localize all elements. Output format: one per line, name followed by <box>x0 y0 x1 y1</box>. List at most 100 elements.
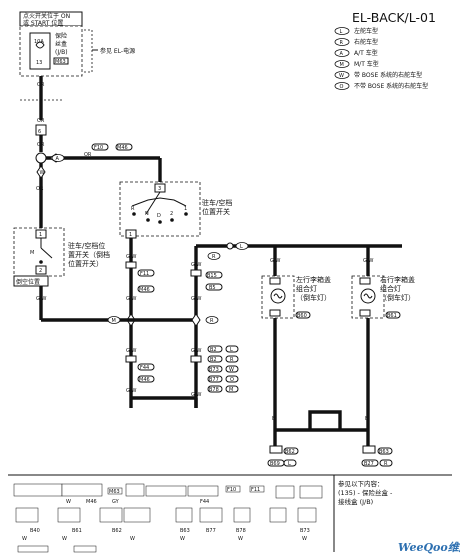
range-contact <box>39 260 43 264</box>
conn-b61-label: B61 <box>387 313 397 319</box>
option-a-label: A <box>56 156 60 162</box>
junction-node-2 <box>226 242 234 250</box>
svg-text:B73: B73 <box>300 528 310 534</box>
conn-b69-label: B69 <box>270 461 280 467</box>
svg-text:F10: F10 <box>227 487 236 493</box>
svg-text:B62: B62 <box>112 528 122 534</box>
conn-f44-label: F44 <box>140 365 149 371</box>
range-pin-top-num: 1 <box>39 232 42 238</box>
park-pos-r: R <box>131 206 135 212</box>
wire-color-or: OR <box>37 82 45 88</box>
conn-m46-b-label: M46 <box>139 287 150 293</box>
wire-color-gw-2: G/W <box>126 296 137 302</box>
svg-text:W: W <box>238 536 243 542</box>
svg-text:F11: F11 <box>251 487 260 493</box>
park-pos-d: D <box>157 213 161 219</box>
option-l-label: L <box>240 244 243 250</box>
svg-text:B78: B78 <box>236 528 246 534</box>
svg-text:A/T 车型: A/T 车型 <box>354 49 378 57</box>
wire-color-gw-7: G/W <box>191 392 202 398</box>
fuse-box <box>19 25 83 77</box>
wire-color-or-2: OR <box>37 118 45 124</box>
option-r-label: R <box>212 254 216 260</box>
svg-text:B78: B78 <box>209 387 219 393</box>
option-l2-pill <box>283 459 297 467</box>
range-sub: M <box>30 250 34 256</box>
watermark: WeeQoo维库 <box>398 541 460 554</box>
svg-text:L: L <box>230 347 233 353</box>
inline-conn-5 <box>125 355 137 363</box>
option-r3-pill <box>379 459 393 467</box>
lamp-left-title1: 左行李箱盖 <box>296 275 331 284</box>
center-conn-stack: B2 L B2 R B73 W B77 O B78 M <box>207 345 239 393</box>
svg-text:带 BOSE 系统的右舵车型: 带 BOSE 系统的右舵车型 <box>354 71 422 79</box>
lamp-right-pin-bot <box>359 309 371 317</box>
wire-color-gw-1: G/W <box>126 254 137 260</box>
park-switch-title1: 驻车/空档 <box>202 198 232 207</box>
ground-conn-right <box>362 445 376 454</box>
fuse-bracket <box>84 29 93 73</box>
conn-m46-top <box>115 143 133 151</box>
wire-b-ground-loop <box>308 410 342 430</box>
svg-text:B77: B77 <box>209 377 219 383</box>
conn-f11-label: F11 <box>140 271 149 277</box>
option-l-pill <box>235 242 249 250</box>
park-switch-blade <box>145 191 161 215</box>
option-r3-label: R <box>384 461 388 467</box>
wire-color-or-5: OR <box>36 186 44 192</box>
park-switch-contacts <box>132 212 188 224</box>
svg-text:右舵车型: 右舵车型 <box>354 38 378 46</box>
park-switch-title2: 位置开关 <box>202 207 230 216</box>
range-blade <box>40 247 53 259</box>
wire-color-gw-5: G/W <box>191 296 202 302</box>
conn-m46-c <box>137 375 155 383</box>
park-pos-1: 1 <box>184 206 187 212</box>
svg-text:M: M <box>229 387 233 393</box>
fuse-holder <box>29 32 51 70</box>
ignition-line1: 点火开关位于 ON <box>23 12 70 20</box>
conn-m46-c-label: M46 <box>139 377 150 383</box>
conn-b15 <box>205 271 223 279</box>
park-switch-arc <box>131 197 187 207</box>
svg-text:R: R <box>230 357 234 363</box>
lamp-right-filament <box>363 293 373 299</box>
lamp-right-title1: 右行李箱盖 <box>380 275 415 284</box>
park-pos-n: N <box>145 211 149 217</box>
lamp-left-filament <box>273 293 283 299</box>
conn-f10-top <box>91 143 109 151</box>
range-pin-bot <box>35 265 47 275</box>
junction-node-1 <box>35 152 47 164</box>
svg-text:不带 BOSE 系统的右舵车型: 不带 BOSE 系统的右舵车型 <box>354 82 428 90</box>
conn-b27-label: B27 <box>364 461 374 467</box>
wire-color-gw-4: G/W <box>191 262 202 268</box>
lamp-left-title2: 组合灯 <box>296 284 317 293</box>
svg-text:GY: GY <box>112 499 120 505</box>
svg-text:W: W <box>130 536 135 542</box>
wire-color-gw-3: G/W <box>36 296 47 302</box>
wire-color-gw-9: G/W <box>126 388 137 394</box>
range-pin-bot-num: 2 <box>39 268 42 274</box>
conn-f44 <box>137 363 155 371</box>
svg-text:B2: B2 <box>210 347 217 353</box>
range-title2: 置开关（倒档 <box>68 250 110 259</box>
wire-color-or-3: OR <box>37 142 45 148</box>
ground-conn-left <box>269 445 283 454</box>
diamond-v-label: W <box>40 170 45 176</box>
option-m-pill <box>107 316 121 324</box>
fuse-box-label1: 保险 <box>55 32 67 40</box>
svg-text:左舵车型: 左舵车型 <box>354 27 378 35</box>
wire-color-b-1: B <box>272 416 276 422</box>
fuse-box-label3: (J/B) <box>55 49 68 56</box>
conn-b5-label: B5 <box>209 285 216 291</box>
range-bottom-box <box>13 275 49 287</box>
park-pos-2: 2 <box>170 211 173 217</box>
connector-diamond-v <box>36 165 46 179</box>
svg-text:M46: M46 <box>86 499 97 505</box>
range-title3: 位置开关） <box>68 259 103 268</box>
conn-b61 <box>385 311 401 319</box>
